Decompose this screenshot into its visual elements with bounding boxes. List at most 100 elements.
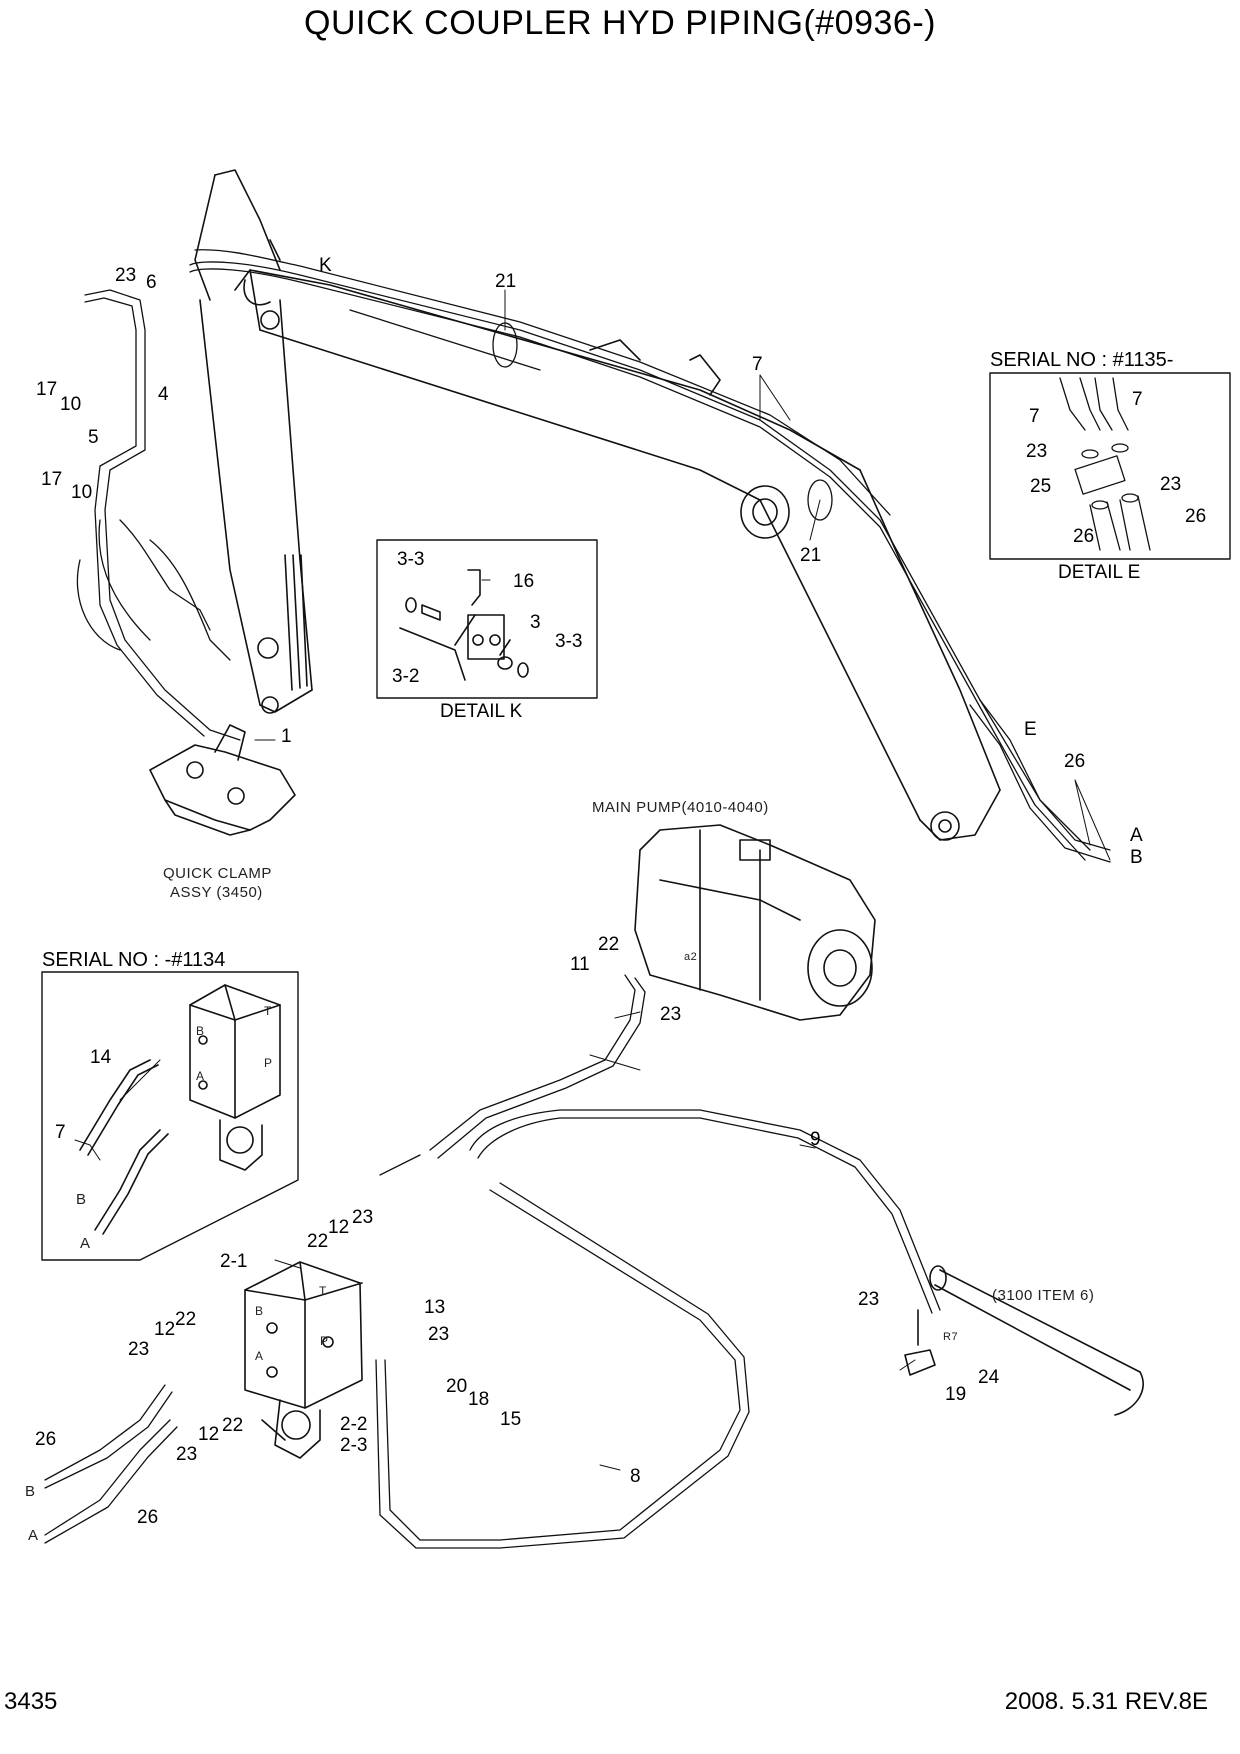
port-letter: A: [1130, 825, 1143, 846]
boom-pipes: [189, 249, 1111, 863]
callout-number: 23: [352, 1207, 374, 1228]
port-a2-label: a2: [684, 951, 698, 963]
callout-number: 26: [137, 1507, 159, 1528]
lower-hoses: [44, 1384, 178, 1544]
callout-number: 20: [446, 1376, 468, 1397]
return-tube-label: (3100 ITEM 6): [992, 1287, 1095, 1304]
detail-e-frame: [989, 372, 1231, 560]
callout-number: 22: [598, 934, 620, 955]
callout-number: 26: [1064, 751, 1086, 772]
callout-number: 2-1: [220, 1251, 248, 1272]
callout-number: 18: [468, 1389, 490, 1410]
port-letter: T: [319, 1284, 327, 1298]
detail-k-frame: [376, 539, 598, 699]
callout-number: 7: [1132, 389, 1143, 410]
port-letter: B: [255, 1304, 264, 1318]
callout-number: 23: [428, 1324, 450, 1345]
callout-number: 3: [530, 612, 541, 633]
callout-number: 25: [1030, 476, 1052, 497]
date-revision: 2008. 5.31 REV.8E: [1004, 1688, 1208, 1715]
detail-k-drawing: [399, 569, 529, 681]
callout-number: 14: [90, 1047, 112, 1068]
callout-number: 7: [55, 1122, 66, 1143]
pump-hose: [375, 974, 941, 1549]
port-letter: A: [80, 1235, 91, 1252]
quick-clamp-drawing: [149, 724, 296, 836]
callout-number: 2-2: [340, 1414, 368, 1435]
callout-number: 22: [307, 1231, 329, 1252]
detail-e-caption: DETAIL E: [1058, 562, 1141, 583]
solenoid-valve-drawing: [244, 1261, 363, 1459]
callout-number: 11: [570, 954, 590, 975]
callout-number: 23: [660, 1004, 682, 1025]
detail-e-drawing: [1059, 377, 1151, 551]
serial-old-label: SERIAL NO : -#1134: [42, 949, 226, 971]
leader-lines: [74, 289, 1111, 1471]
callout-number: 21: [800, 545, 822, 566]
callout-number: 10: [71, 482, 93, 503]
callout-number: 10: [60, 394, 82, 415]
callout-number: 15: [500, 1409, 522, 1430]
page-title: QUICK COUPLER HYD PIPING(#0936-): [304, 4, 936, 42]
callout-number: 7: [752, 354, 763, 375]
callout-number: 23: [858, 1289, 880, 1310]
old-serial-box: [41, 971, 299, 1261]
port-letter: B: [76, 1191, 87, 1208]
port-letter: P: [320, 1334, 329, 1348]
callout-number: 7: [1029, 406, 1040, 427]
callout-number: 26: [35, 1429, 57, 1450]
callout-number: 16: [513, 571, 535, 592]
quick-clamp-label-1: QUICK CLAMP: [163, 865, 272, 882]
callout-number: 2-3: [340, 1435, 368, 1456]
return-tube-drawing: [904, 1265, 1144, 1416]
callout-number: 22: [222, 1415, 244, 1436]
callout-number: 23: [176, 1444, 198, 1465]
callout-number: 12: [198, 1424, 220, 1445]
callout-number: 12: [328, 1217, 350, 1238]
callout-number: 19: [945, 1384, 967, 1405]
callout-number: 26: [1073, 526, 1095, 547]
arm-pipes: [76, 289, 241, 741]
port-letter: A: [255, 1349, 264, 1363]
callout-number: 1: [281, 726, 292, 747]
callout-number: 17: [41, 469, 63, 490]
page-number: 3435: [4, 1688, 58, 1715]
callout-number: 12: [154, 1319, 176, 1340]
arm-structure: [194, 169, 313, 714]
port-letter: B: [25, 1483, 36, 1500]
port-letter: A: [28, 1527, 39, 1544]
port-letter: T: [264, 1004, 272, 1018]
port-letter: P: [264, 1056, 273, 1070]
callout-number: 23: [1026, 441, 1048, 462]
callout-number: 8: [630, 1466, 641, 1487]
callout-number: 23: [115, 265, 137, 286]
quick-clamp-label-2: ASSY (3450): [170, 884, 263, 901]
callout-number: 3-3: [555, 631, 583, 652]
callout-number: 23: [128, 1339, 150, 1360]
callout-number: 26: [1185, 506, 1207, 527]
callout-number: 17: [36, 379, 58, 400]
port-r7-label: R7: [943, 1331, 959, 1343]
callout-number: 22: [175, 1309, 197, 1330]
port-letter: B: [1130, 847, 1143, 868]
callout-number: 21: [495, 271, 517, 292]
port-letter: A: [196, 1069, 205, 1083]
callout-number: 9: [810, 1129, 821, 1150]
callout-number: 5: [88, 427, 99, 448]
callout-number: 13: [424, 1297, 446, 1318]
callout-number: 23: [1160, 474, 1182, 495]
boom-structure: [234, 269, 1001, 841]
detail-marker-k: K: [319, 255, 332, 276]
callout-number: 3-3: [397, 549, 425, 570]
callout-number: 3-2: [392, 666, 420, 687]
main-pump-label: MAIN PUMP(4010-4040): [592, 799, 769, 816]
serial-new-label: SERIAL NO : #1135-: [990, 349, 1174, 371]
callout-number: 24: [978, 1367, 1000, 1388]
callout-number: 4: [158, 384, 169, 405]
port-letter: B: [196, 1024, 205, 1038]
detail-k-caption: DETAIL K: [440, 701, 523, 722]
main-pump-drawing: [634, 824, 876, 1021]
callout-number: 6: [146, 272, 157, 293]
detail-marker-e: E: [1024, 719, 1037, 740]
